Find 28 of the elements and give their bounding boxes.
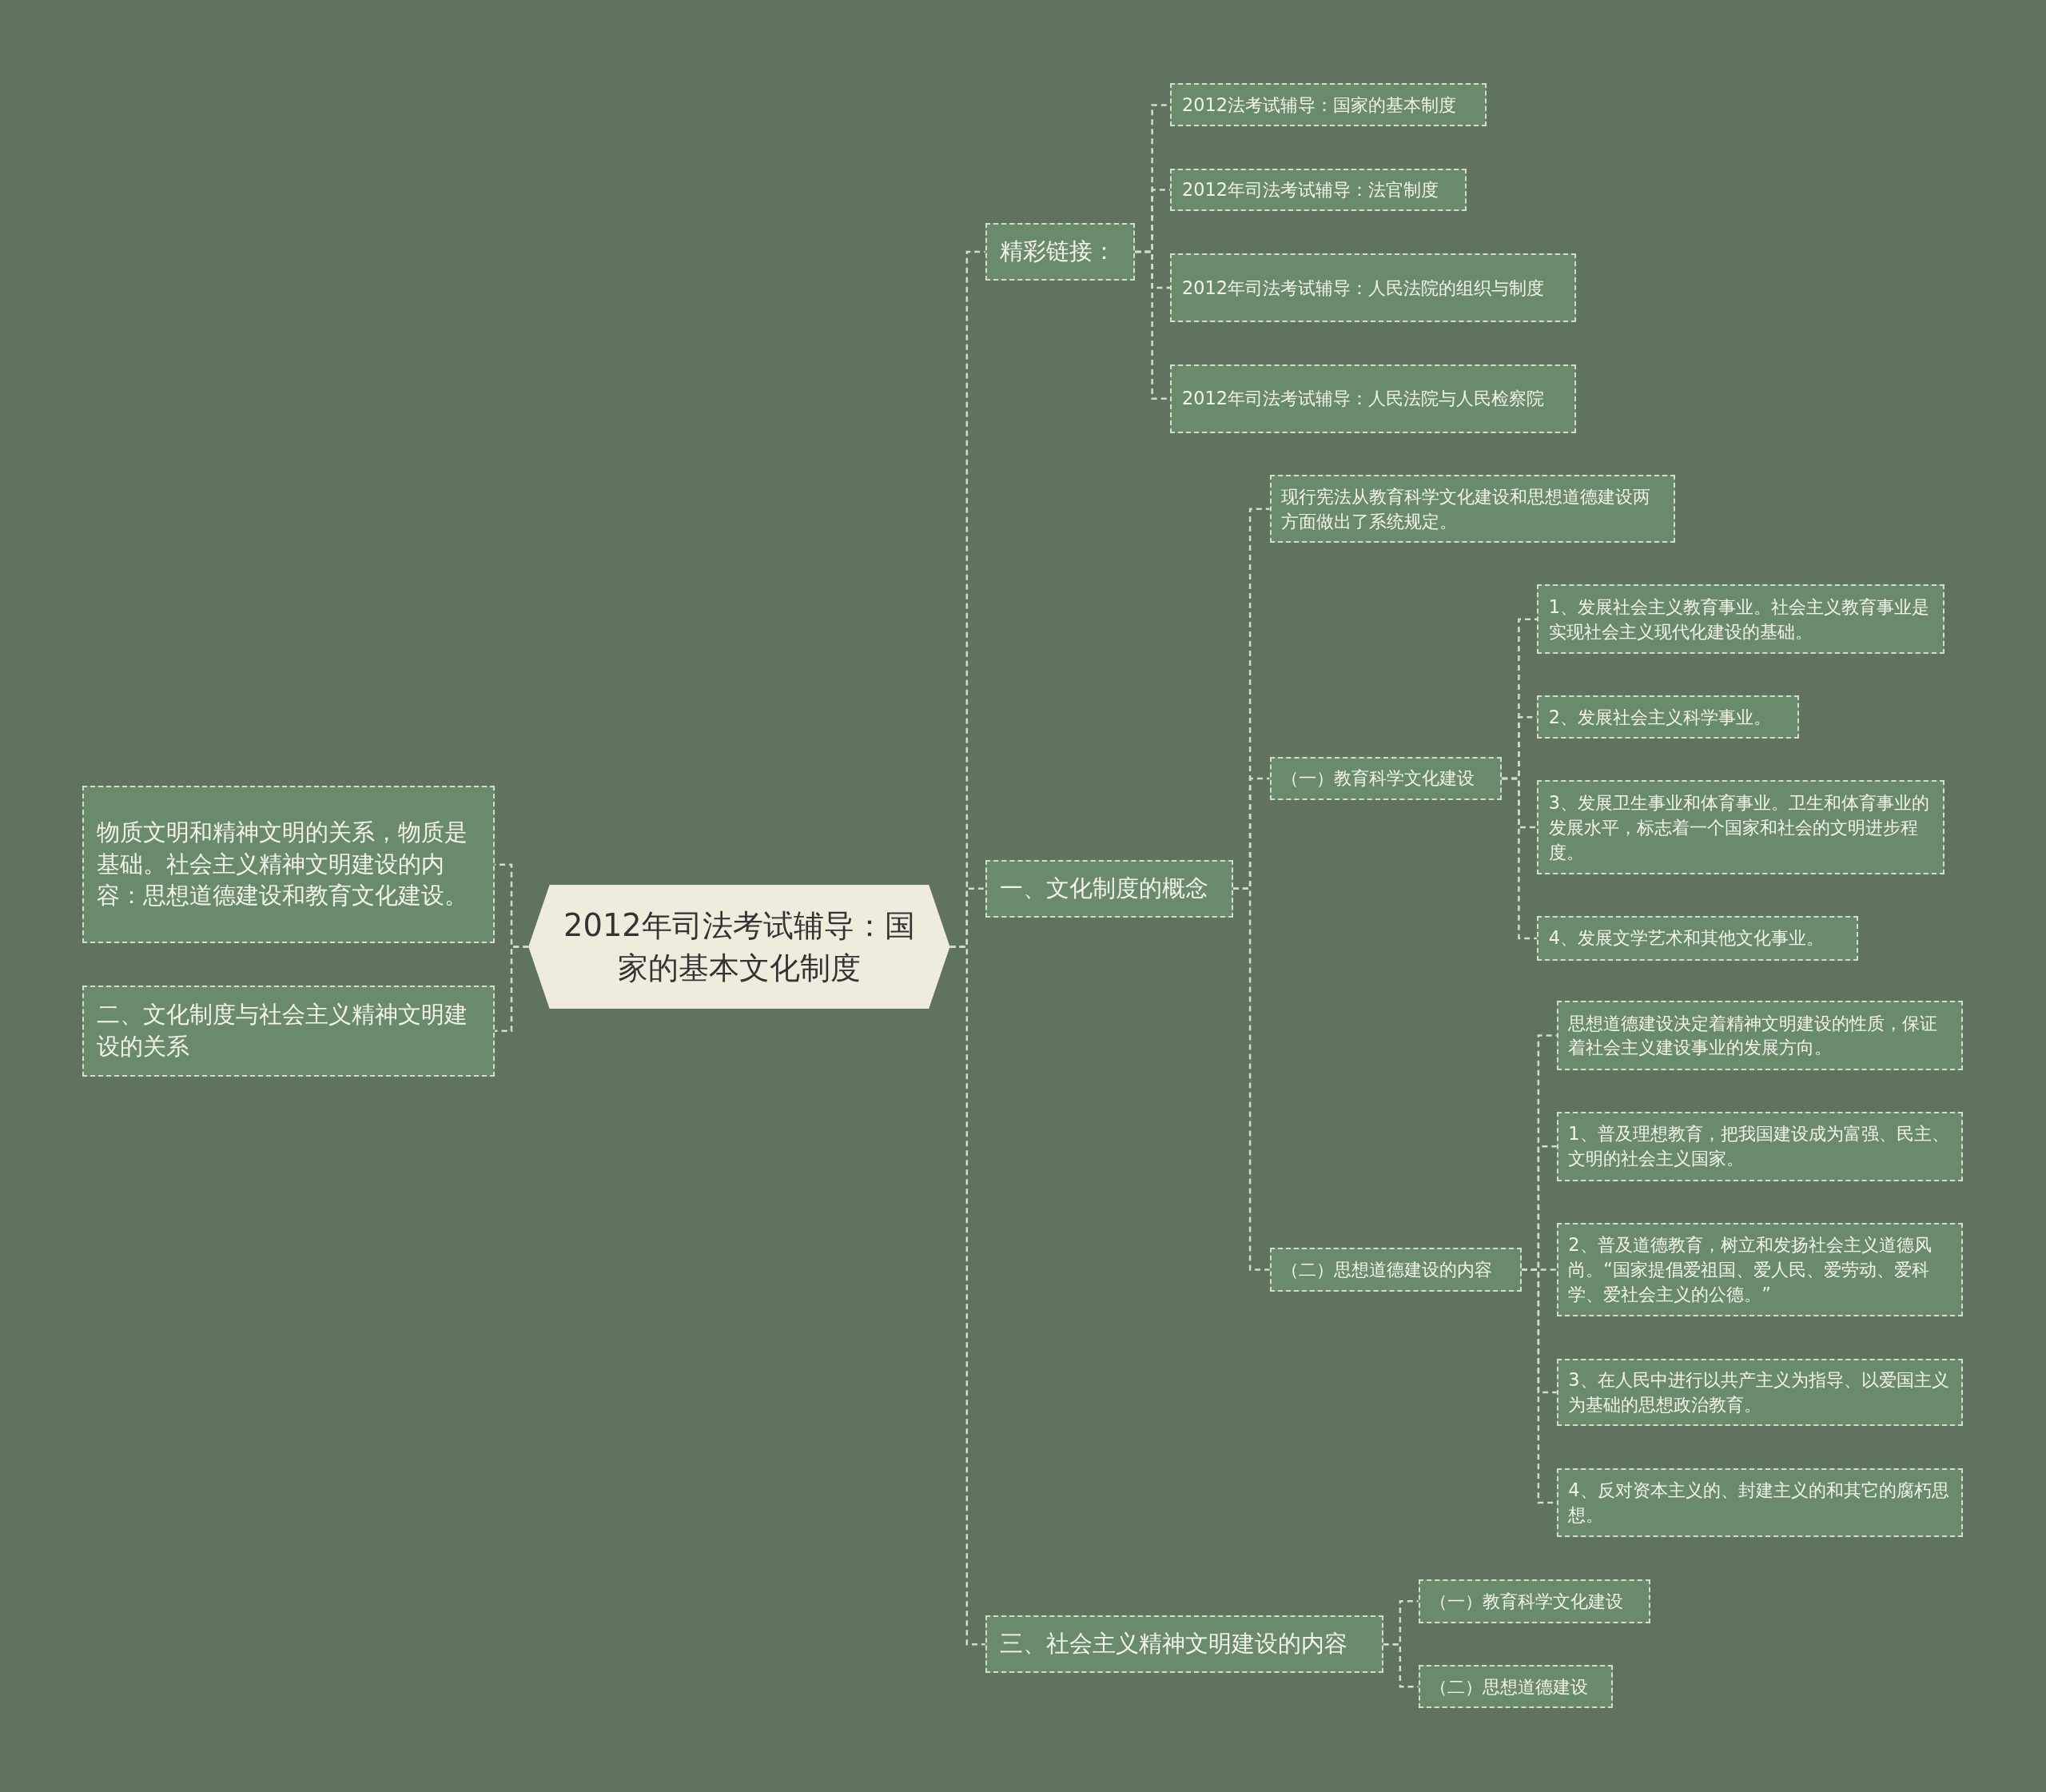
leaf-box: 2012年司法考试辅导：人民法院的组织与制度: [1170, 253, 1577, 323]
central-topic: 2012年司法考试辅导：国家的基本文化制度: [528, 884, 950, 1009]
leaf-box: 4、发展文学艺术和其他文化事业。: [1537, 916, 1858, 961]
leaf-box: 1、普及理想教育，把我国建设成为富强、民主、文明的社会主义国家。: [1556, 1112, 1963, 1181]
topic-box: 二、文化制度与社会主义精神文明建设的关系: [82, 985, 495, 1077]
leaf-box: 2、发展社会主义科学事业。: [1537, 695, 1800, 739]
leaf-box: （二）思想道德建设: [1418, 1665, 1613, 1709]
leaf-box: （一）教育科学文化建设: [1269, 756, 1503, 800]
branch-box: 精彩链接：: [985, 223, 1136, 281]
connector: [494, 946, 529, 1033]
connector: [949, 946, 985, 1646]
leaf-box: 2012年司法考试辅导：法官制度: [1170, 168, 1467, 212]
connector: [1502, 777, 1538, 940]
leaf-box: 现行宪法从教育科学文化建设和思想道德建设两方面做出了系统规定。: [1269, 475, 1676, 544]
leaf-box: 思想道德建设决定着精神文明建设的性质，保证着社会主义建设事业的发展方向。: [1556, 1001, 1963, 1070]
leaf-box: 1、发展社会主义教育事业。社会主义教育事业是实现社会主义现代化建设的基础。: [1537, 584, 1944, 654]
topic-box: 物质文明和精神文明的关系，物质是基础。社会主义精神文明建设的内容：思想道德建设和教育文化建设。: [82, 785, 495, 944]
leaf-box: 2、普及道德教育，树立和发扬社会主义道德风尚。“国家提倡爱祖国、爱人民、爱劳动、爱科学、爱社会主义的公德。”: [1556, 1222, 1963, 1317]
leaf-box: 3、发展卫生事业和体育事业。卫生和体育事业的发展水平，标志着一个国家和社会的文明进步程度。: [1537, 780, 1944, 874]
leaf-box: （一）教育科学文化建设: [1418, 1579, 1651, 1623]
leaf-box: （二）思想道德建设的内容: [1269, 1247, 1522, 1292]
branch-box: 三、社会主义精神文明建设的内容: [985, 1615, 1383, 1674]
leaf-box: 4、反对资本主义的、封建主义的和其它的腐朽思想。: [1556, 1467, 1963, 1538]
leaf-box: 2012年司法考试辅导：人民法院与人民检察院: [1170, 364, 1577, 433]
branch-box: 一、文化制度的概念: [985, 859, 1233, 918]
connector: [1232, 887, 1270, 1271]
leaf-box: 2012法考试辅导：国家的基本制度: [1170, 83, 1487, 127]
leaf-box: 3、在人民中进行以共产主义为指导、以爱国主义为基础的思想政治教育。: [1556, 1358, 1963, 1427]
